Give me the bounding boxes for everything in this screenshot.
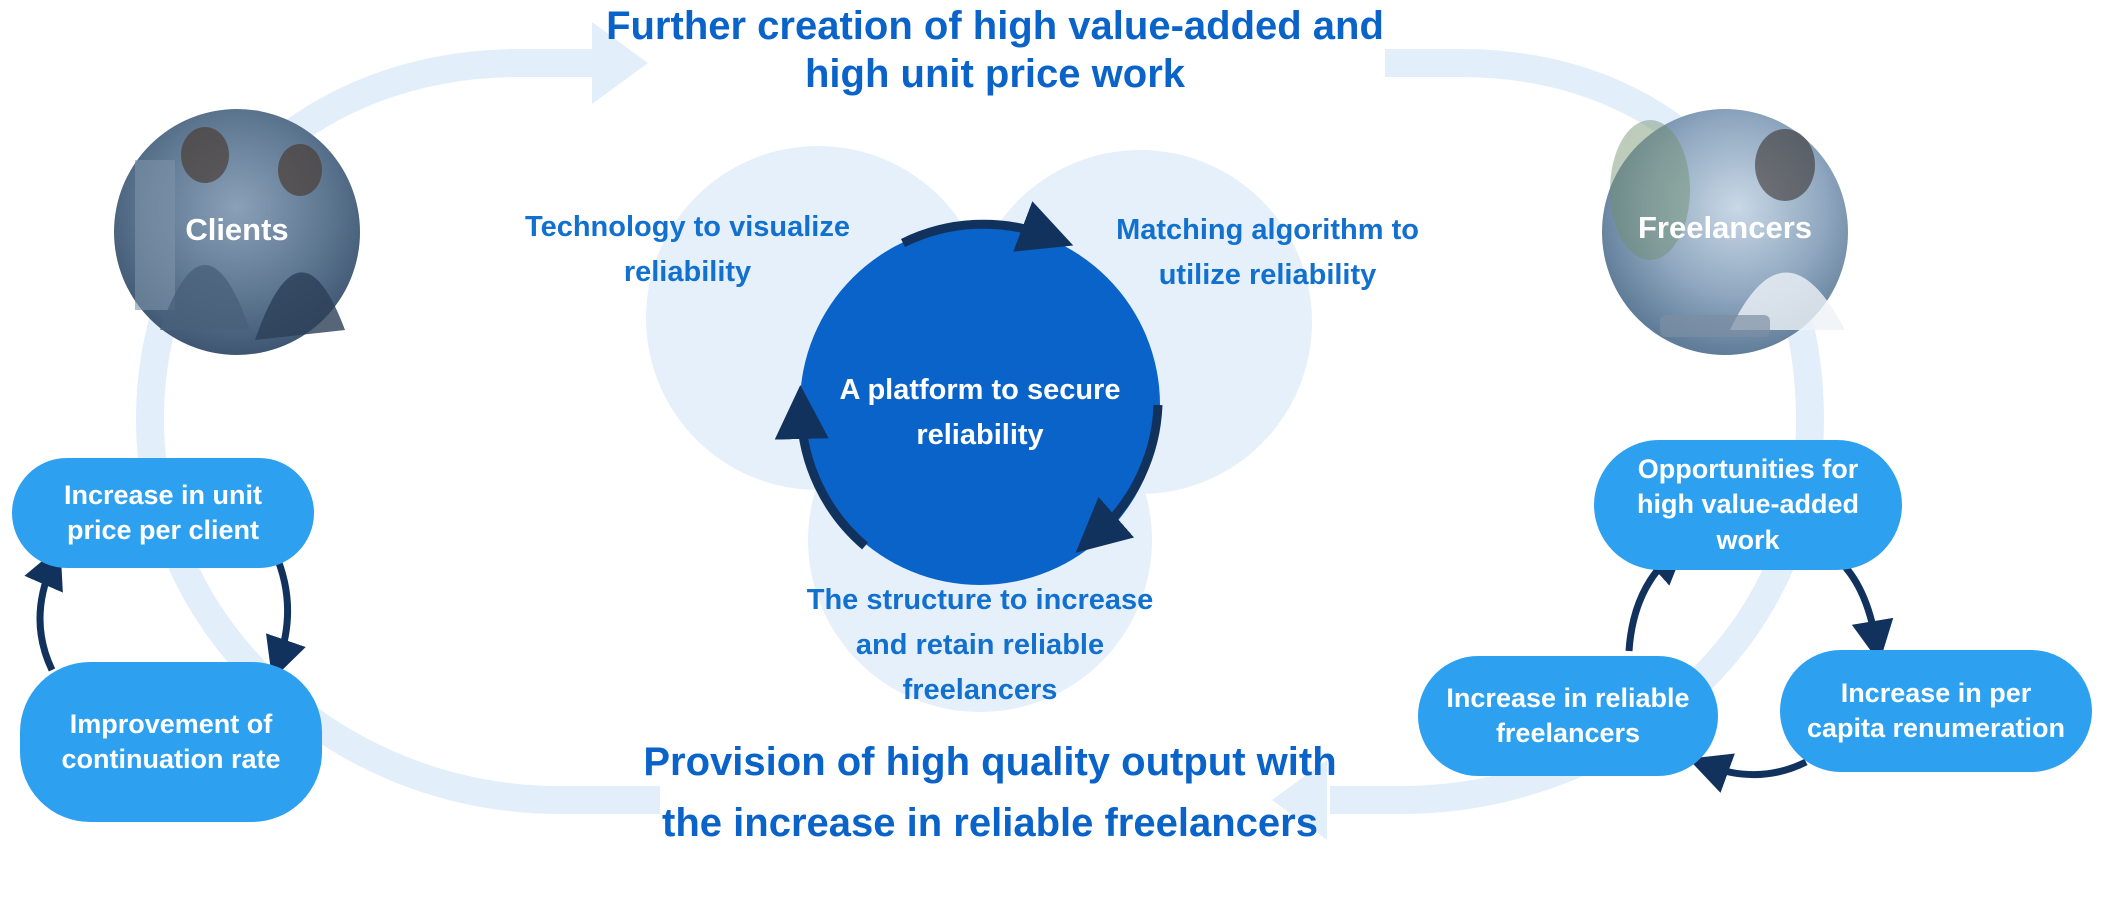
outer-cycle-left-arc <box>135 49 660 814</box>
pill-unit-price: Increase in unit price per client <box>12 458 314 568</box>
center-cycle-arrows <box>774 201 1163 553</box>
pill-continuation-text: Improvement of continuation rate <box>61 708 281 774</box>
bottom-heading: Provision of high quality output with th… <box>643 740 1337 845</box>
center-platform-label: A platform to secure reliability <box>839 374 1121 451</box>
clients-label: Clients <box>185 212 289 247</box>
top-heading: Further creation of high value-added and… <box>606 4 1384 96</box>
freelancers-label: Freelancers <box>1637 210 1813 245</box>
pill-opportunities-text: Opportunities for high value-added work <box>1636 454 1860 555</box>
freelancers-photo <box>1602 109 1848 355</box>
outer-cycle-bottom-arrowhead <box>1272 760 1327 840</box>
circle-label-visualize: Technology to visualize reliability <box>525 211 850 288</box>
pill-unit-price-text: Increase in unit price per client <box>63 479 263 545</box>
center-platform-circle <box>800 225 1160 585</box>
pill-per-capita-text: Increase in per capita renumeration <box>1806 677 2066 743</box>
pill-per-capita: Increase in per capita renumeration <box>1780 650 2092 772</box>
clients-photo <box>114 109 360 355</box>
pill-reliable-freelancers-text: Increase in reliable freelancers <box>1446 682 1690 748</box>
circle-label-structure: The structure to increase and retain rel… <box>806 584 1154 706</box>
circle-label-matching: Matching algorithm to utilize reliabilit… <box>1116 214 1419 291</box>
pill-continuation: Improvement of continuation rate <box>20 662 322 822</box>
pill-reliable-freelancers: Increase in reliable freelancers <box>1418 656 1718 776</box>
pill-opportunities: Opportunities for high value-added work <box>1594 440 1902 570</box>
outer-cycle-top-arrowhead <box>592 22 648 104</box>
